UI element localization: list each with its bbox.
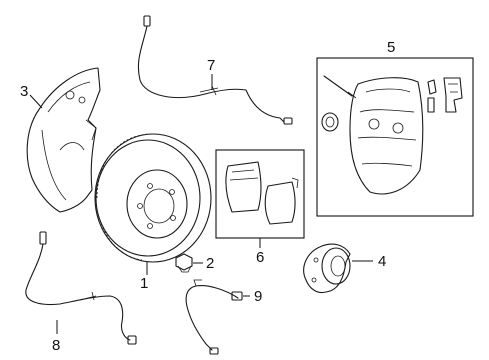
callout-8: 8: [52, 337, 60, 354]
wear-sensor-front-icon: [137, 15, 293, 125]
brake-pads-icon: [225, 161, 299, 225]
callout-6: 6: [256, 249, 264, 266]
callout-4: 4: [378, 253, 386, 270]
callout-7: 7: [207, 57, 215, 74]
caliper-kit-box: [316, 57, 474, 217]
abs-sensor-icon: [25, 231, 137, 345]
bolt-icon: [175, 253, 193, 273]
brake-rotor-icon: [94, 133, 212, 263]
callout-1: 1: [140, 275, 148, 292]
wear-sensor-rear-icon: [185, 279, 243, 355]
callout-9: 9: [254, 288, 262, 305]
brake-pads-box: [215, 149, 305, 239]
splash-shield-icon: [26, 67, 101, 213]
wheel-hub-icon: [303, 243, 351, 294]
callout-2: 2: [206, 255, 214, 272]
callout-5: 5: [387, 39, 395, 56]
callout-3: 3: [20, 83, 28, 100]
brake-caliper-kit-icon: [321, 75, 463, 195]
